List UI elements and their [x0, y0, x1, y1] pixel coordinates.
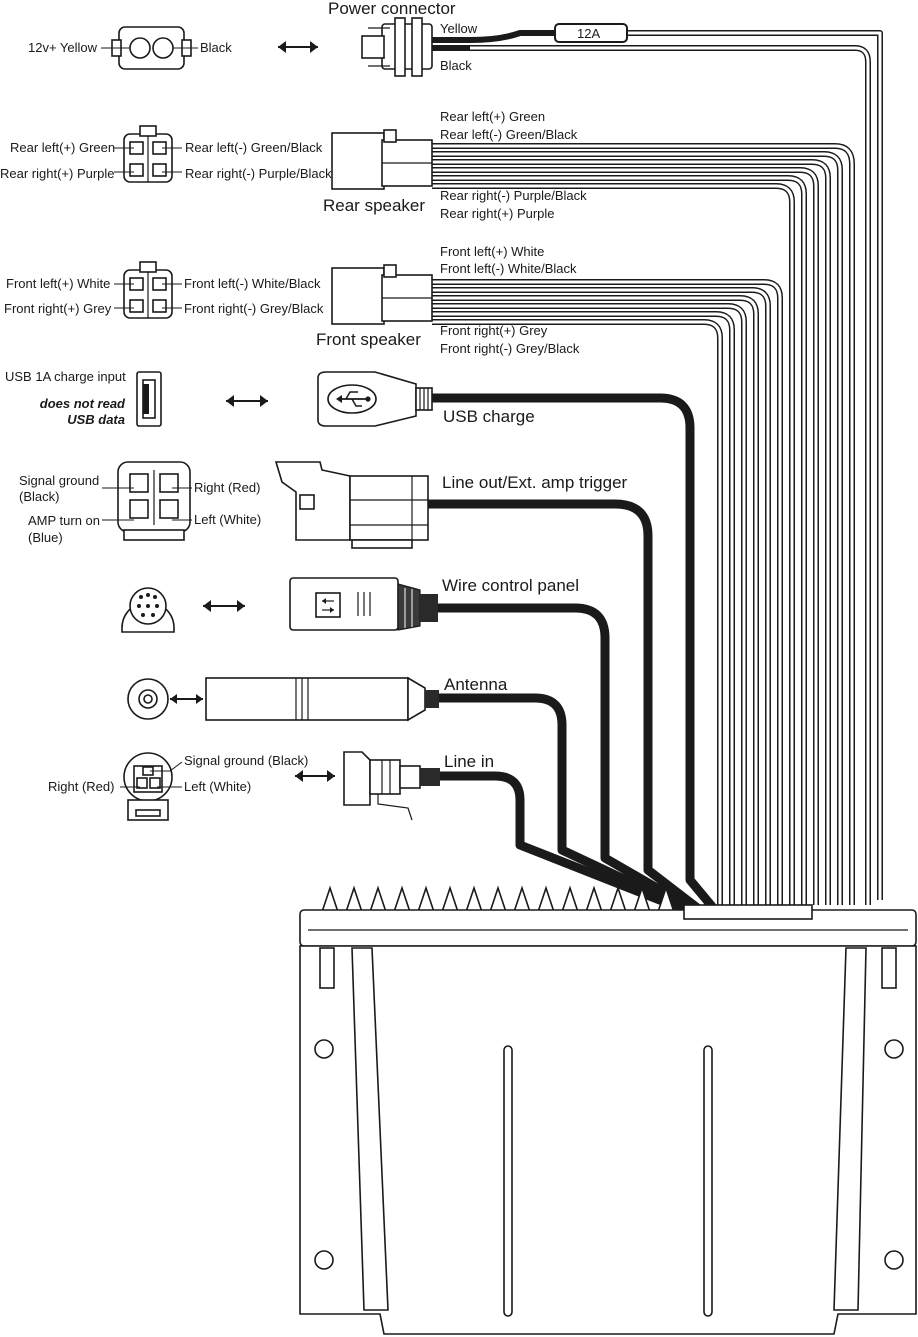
usb-port-icon — [136, 371, 162, 427]
usb-section: USB 1A charge input does not read USB da… — [5, 369, 535, 427]
usb-charge-title: USB charge — [443, 407, 535, 426]
double-arrow-icon — [226, 395, 268, 407]
front-left-minus-label: Front left(-) White/Black — [184, 276, 321, 291]
wire-control-socket — [121, 587, 175, 633]
line-out-plug — [274, 461, 429, 549]
wire-control-plug — [289, 577, 438, 631]
power-connector-face — [101, 26, 198, 70]
usb-note-line-1: does not read — [40, 396, 126, 411]
line-in-socket — [120, 752, 183, 821]
front-right-minus-label: Front right(-) Grey/Black — [184, 301, 324, 316]
swap-arrows-icon — [322, 598, 334, 613]
power-pin-black-label: Black — [200, 40, 232, 55]
power-connector-title: Power connector — [328, 0, 456, 18]
rear-right-minus-label: Rear right(-) Purple/Black — [185, 166, 332, 181]
line-in-ground-label: Signal ground (Black) — [184, 753, 308, 768]
rear-speaker-section: Rear left(+) Green Rear right(+) Purple … — [0, 109, 587, 221]
front-speaker-plug — [331, 264, 433, 325]
power-pin-yellow-label: 12v+ Yellow — [28, 40, 98, 55]
line-out-right-label: Right (Red) — [194, 480, 260, 495]
wire-harness — [428, 30, 883, 915]
front-wire-label-2: Front left(-) White/Black — [440, 261, 577, 276]
line-in-plug — [343, 751, 440, 821]
double-arrow-icon — [278, 41, 318, 53]
rear-left-plus-label: Rear left(+) Green — [10, 140, 115, 155]
line-out-face — [102, 461, 192, 541]
line-in-left-label: Left (White) — [184, 779, 251, 794]
wire-control-title: Wire control panel — [442, 576, 579, 595]
signal-ground-color: (Black) — [19, 489, 59, 504]
usb-plug — [317, 371, 433, 427]
rear-speaker-title: Rear speaker — [323, 196, 425, 215]
power-plug — [361, 17, 433, 77]
antenna-plug — [205, 676, 439, 722]
rear-speaker-plug — [331, 129, 433, 190]
front-wire-label-4: Front right(-) Grey/Black — [440, 341, 580, 356]
usb-symbol-icon — [336, 391, 371, 407]
rear-left-minus-label: Rear left(-) Green/Black — [185, 140, 323, 155]
amp-turn-on-label: AMP turn on — [28, 513, 100, 528]
line-in-right-label: Right (Red) — [48, 779, 114, 794]
fuse-rating: 12A — [577, 26, 600, 41]
double-arrow-icon — [203, 600, 245, 612]
rear-wire-label-2: Rear left(-) Green/Black — [440, 127, 578, 142]
front-speaker-face — [114, 261, 182, 319]
rear-wire-label-3: Rear right(-) Purple/Black — [440, 188, 587, 203]
usb-note-line-2: USB data — [67, 412, 125, 427]
heatsink-fins — [320, 885, 676, 913]
head-unit — [299, 885, 917, 1335]
power-wire-black-label: Black — [440, 58, 472, 73]
power-wire-yellow-label: Yellow — [440, 21, 478, 36]
amp-turn-on-color: (Blue) — [28, 530, 63, 545]
front-right-plus-label: Front right(+) Grey — [4, 301, 112, 316]
line-out-left-label: Left (White) — [194, 512, 261, 527]
double-arrow-icon — [170, 694, 203, 704]
front-wire-label-1: Front left(+) White — [440, 244, 544, 259]
line-in-title: Line in — [444, 752, 494, 771]
rear-right-plus-label: Rear right(+) Purple — [0, 166, 115, 181]
wire-control-section: Wire control panel — [121, 576, 579, 633]
power-connector-section: Power connector 12v+ Yellow Black Yellow — [28, 0, 628, 77]
front-left-plus-label: Front left(+) White — [6, 276, 110, 291]
line-out-section: Signal ground (Black) AMP turn on (Blue)… — [19, 461, 628, 549]
line-out-title: Line out/Ext. amp trigger — [442, 473, 628, 492]
rear-speaker-face — [114, 125, 182, 183]
front-speaker-section: Front left(+) White Front right(+) Grey … — [4, 244, 580, 356]
antenna-socket — [127, 678, 169, 720]
rear-wire-label-4: Rear right(+) Purple — [440, 206, 555, 221]
line-in-section: Signal ground (Black) Right (Red) Left (… — [48, 751, 494, 821]
antenna-title: Antenna — [444, 675, 508, 694]
front-speaker-title: Front speaker — [316, 330, 421, 349]
signal-ground-label: Signal ground — [19, 473, 99, 488]
fuse-holder: 12A — [554, 23, 628, 43]
antenna-section: Antenna — [127, 675, 508, 722]
usb-input-label: USB 1A charge input — [5, 369, 126, 384]
double-arrow-icon — [295, 770, 335, 782]
rear-wire-label-1: Rear left(+) Green — [440, 109, 545, 124]
front-wire-label-3: Front right(+) Grey — [440, 323, 548, 338]
